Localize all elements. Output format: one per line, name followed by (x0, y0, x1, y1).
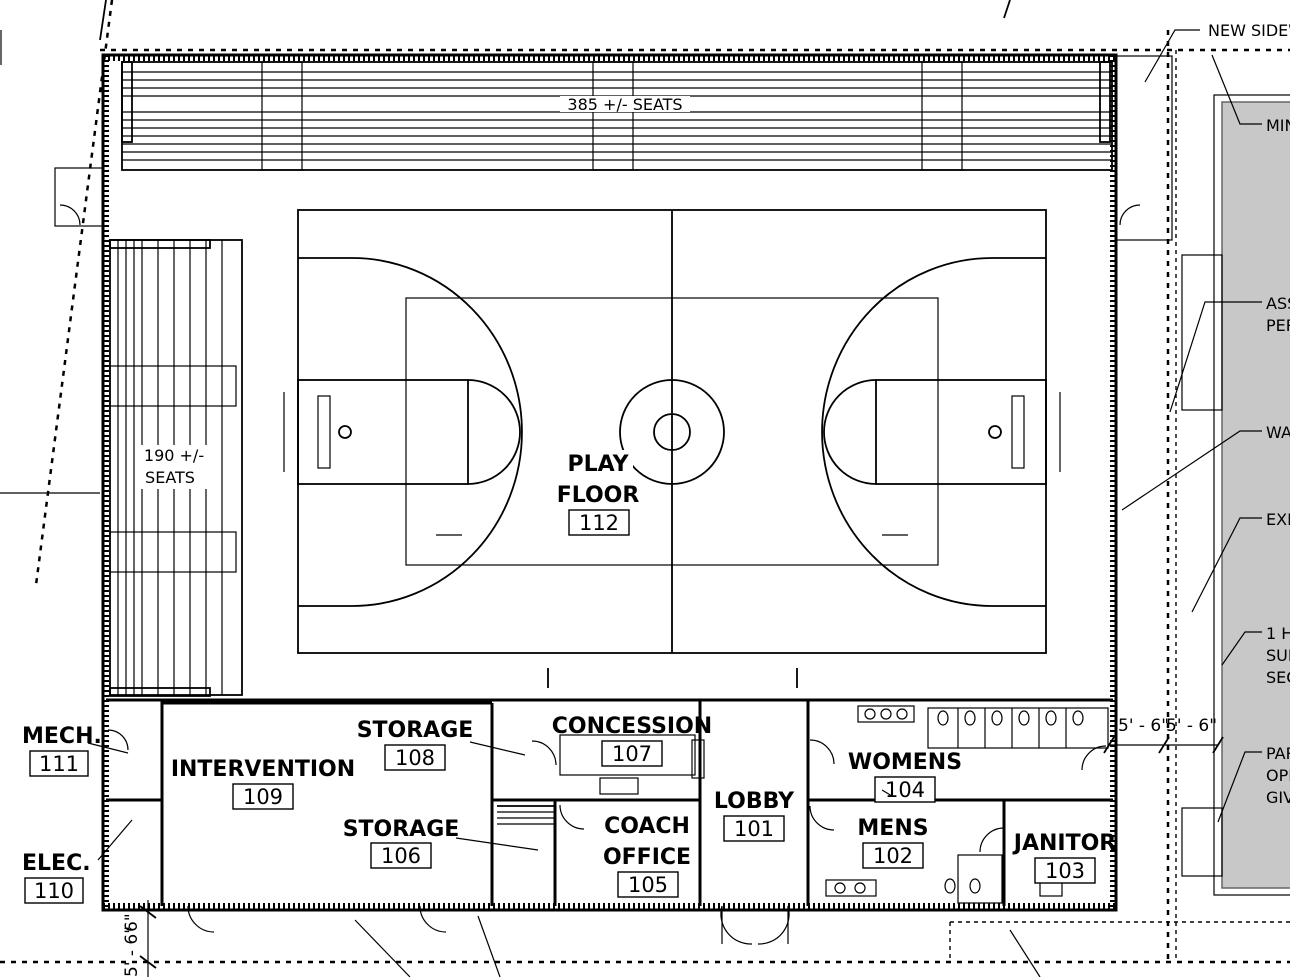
interior-walls (59, 204, 1141, 945)
room-111-name: MECH. (22, 724, 102, 749)
room-105-number: 105 (628, 873, 668, 897)
room-101-number: 101 (734, 817, 774, 841)
room-104-number: 104 (885, 778, 925, 802)
west-seating-label-1: 190 +/- (144, 446, 204, 465)
room-103-number: 103 (1045, 859, 1085, 883)
room-110-number: 110 (34, 879, 74, 903)
room-labels: MECH. 111 ELEC. 110 INTERVENTION 109 STO… (22, 714, 1117, 904)
callout-6-line2: SUE (1266, 646, 1290, 665)
room-107-name: CONCESSION (552, 714, 712, 739)
room-101-name: LOBBY (714, 789, 795, 814)
room-112-name-2: FLOOR (557, 483, 640, 508)
basketball-court: PLAY FLOOR 112 (283, 209, 1061, 688)
leader-lines (87, 741, 893, 861)
room-104-name: WOMENS (848, 750, 962, 775)
room-106-number: 106 (381, 844, 421, 868)
callout-6-line3: SEC (1266, 668, 1290, 687)
dimension-bottom-b: 5' - 6" (122, 926, 142, 977)
callout-7-line2: OPE (1266, 766, 1290, 785)
callout-3-line1: ASS (1266, 294, 1290, 313)
dimensions: 5' - 6" 5' - 6" 6" 5' - 6" (122, 716, 1224, 977)
room-106-name: STORAGE (343, 817, 460, 842)
room-109-name: INTERVENTION (171, 757, 355, 782)
room-112-name-1: PLAY (568, 452, 630, 477)
room-105-name-1: COACH (604, 814, 690, 839)
room-103-name: JANITOR (1012, 831, 1117, 856)
room-102-name: MENS (857, 816, 928, 841)
room-107-number: 107 (612, 742, 652, 766)
callout-5: EXI (1266, 510, 1290, 529)
room-111-number: 111 (39, 752, 79, 776)
north-seating-label: 385 +/- SEATS (567, 95, 682, 114)
room-109-number: 109 (243, 785, 283, 809)
north-bleachers: 385 +/- SEATS (121, 61, 1113, 171)
dimension-bottom-a: 6" (122, 913, 142, 932)
callout-4: WA (1266, 423, 1290, 442)
room-108-name: STORAGE (357, 718, 474, 743)
walkway (1181, 94, 1290, 896)
room-102-number: 102 (873, 844, 913, 868)
callout-7-line3: GIV (1266, 788, 1290, 807)
room-110-name: ELEC. (22, 851, 91, 876)
callouts: NEW SIDEW MIN ASS PER WA EXI 1 H SUE SEC… (354, 21, 1290, 977)
restroom-fixtures (825, 705, 1109, 904)
callout-7-line1: PAR (1266, 744, 1290, 763)
callout-2: MIN (1266, 116, 1290, 135)
room-108-number: 108 (395, 746, 435, 770)
callout-3-line2: PER (1266, 316, 1290, 335)
west-seating-label-2: SEATS (145, 468, 195, 487)
callout-1: NEW SIDEW (1208, 21, 1290, 40)
dimension-left: 5' - 6" (1118, 716, 1169, 736)
room-112-number: 112 (579, 511, 619, 535)
callout-6-line1: 1 H (1266, 624, 1290, 643)
west-bleachers: 190 +/- SEATS (109, 239, 243, 697)
room-105-name-2: OFFICE (603, 845, 691, 870)
building-shell (54, 53, 1173, 912)
dimension-right: 5' - 6" (1166, 716, 1217, 736)
